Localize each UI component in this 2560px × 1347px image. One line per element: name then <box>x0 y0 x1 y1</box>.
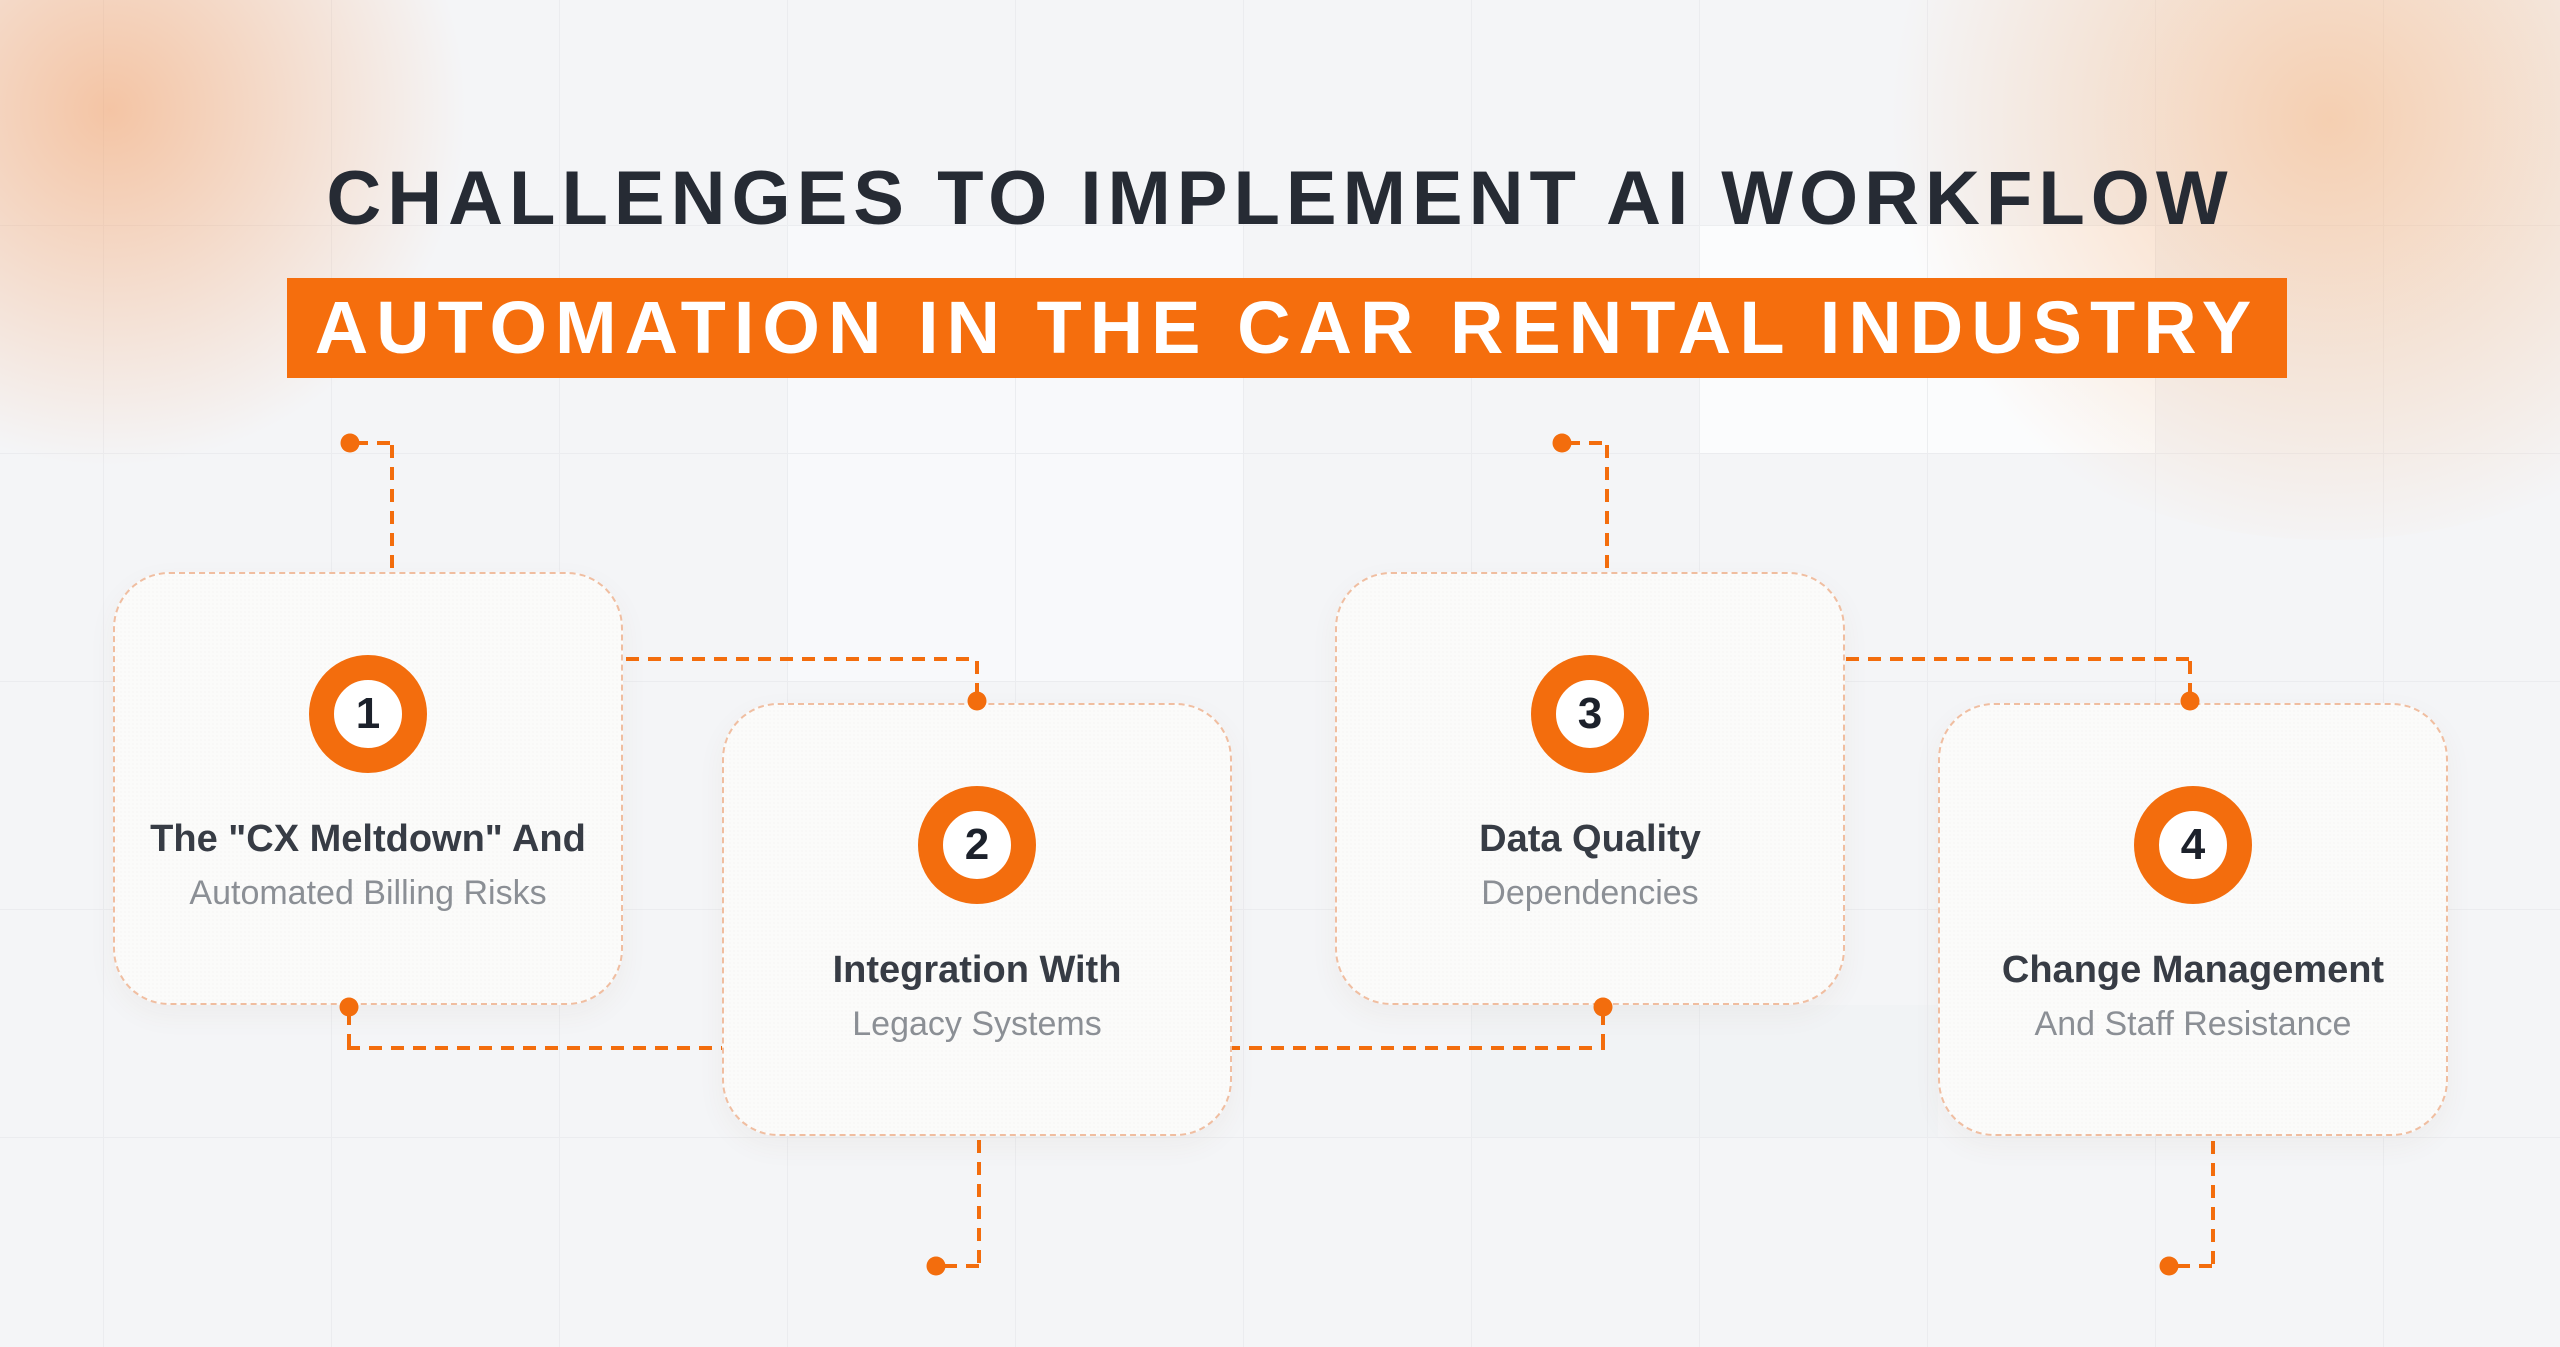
card-subtitle: Automated Billing Risks <box>189 873 547 912</box>
title-banner: AUTOMATION IN THE CAR RENTAL INDUSTRY <box>287 278 2287 378</box>
page-title: CHALLENGES TO IMPLEMENT AI WORKFLOW <box>326 156 2234 241</box>
connector-line <box>390 445 394 572</box>
card-title: Change Management <box>2001 949 2385 991</box>
connector-dot <box>1552 433 1572 453</box>
connector-line <box>1601 1012 1605 1050</box>
connector-line <box>626 657 978 661</box>
connector-dot <box>340 433 360 453</box>
connector-line <box>2177 1264 2213 1268</box>
connector-line <box>1605 445 1609 572</box>
connector-line <box>1567 441 1609 445</box>
connector-dot <box>926 1256 946 1276</box>
connector-line <box>2211 1141 2215 1266</box>
connector-dot <box>339 997 359 1017</box>
step-number: 2 <box>964 820 990 869</box>
step-number-badge: 2 <box>918 786 1036 904</box>
card-subtitle: Legacy Systems <box>852 1004 1102 1043</box>
step-number: 4 <box>2180 820 2206 869</box>
challenge-card-1: 1 The "CX Meltdown" And Automated Billin… <box>113 572 623 1005</box>
connector-line <box>347 1012 351 1050</box>
card-subtitle: And Staff Resistance <box>2034 1004 2352 1043</box>
step-number: 1 <box>355 689 381 738</box>
card-title: Data Quality <box>1479 818 1701 860</box>
connector-line <box>2188 661 2192 697</box>
title-banner-text: AUTOMATION IN THE CAR RENTAL INDUSTRY <box>314 286 2260 369</box>
connector-line <box>977 1140 981 1266</box>
card-title: Integration With <box>832 949 1122 991</box>
challenge-card-3: 3 Data Quality Dependencies <box>1335 572 1845 1005</box>
connector-line <box>355 441 393 445</box>
connector-dot <box>2159 1256 2179 1276</box>
connector-line <box>975 661 979 697</box>
connector-line <box>944 1264 980 1268</box>
connector-line <box>1846 657 2191 661</box>
card-subtitle: Dependencies <box>1481 873 1699 912</box>
connector-dot <box>2180 691 2200 711</box>
card-title: The "CX Meltdown" And <box>150 818 586 860</box>
connector-dot <box>1593 997 1613 1017</box>
challenge-card-2: 2 Integration With Legacy Systems <box>722 703 1232 1136</box>
step-number-badge: 4 <box>2134 786 2252 904</box>
connector-dot <box>967 691 987 711</box>
step-number-badge: 1 <box>309 655 427 773</box>
step-number-badge: 3 <box>1531 655 1649 773</box>
challenge-card-4: 4 Change Management And Staff Resistance <box>1938 703 2448 1136</box>
step-number: 3 <box>1577 689 1603 738</box>
